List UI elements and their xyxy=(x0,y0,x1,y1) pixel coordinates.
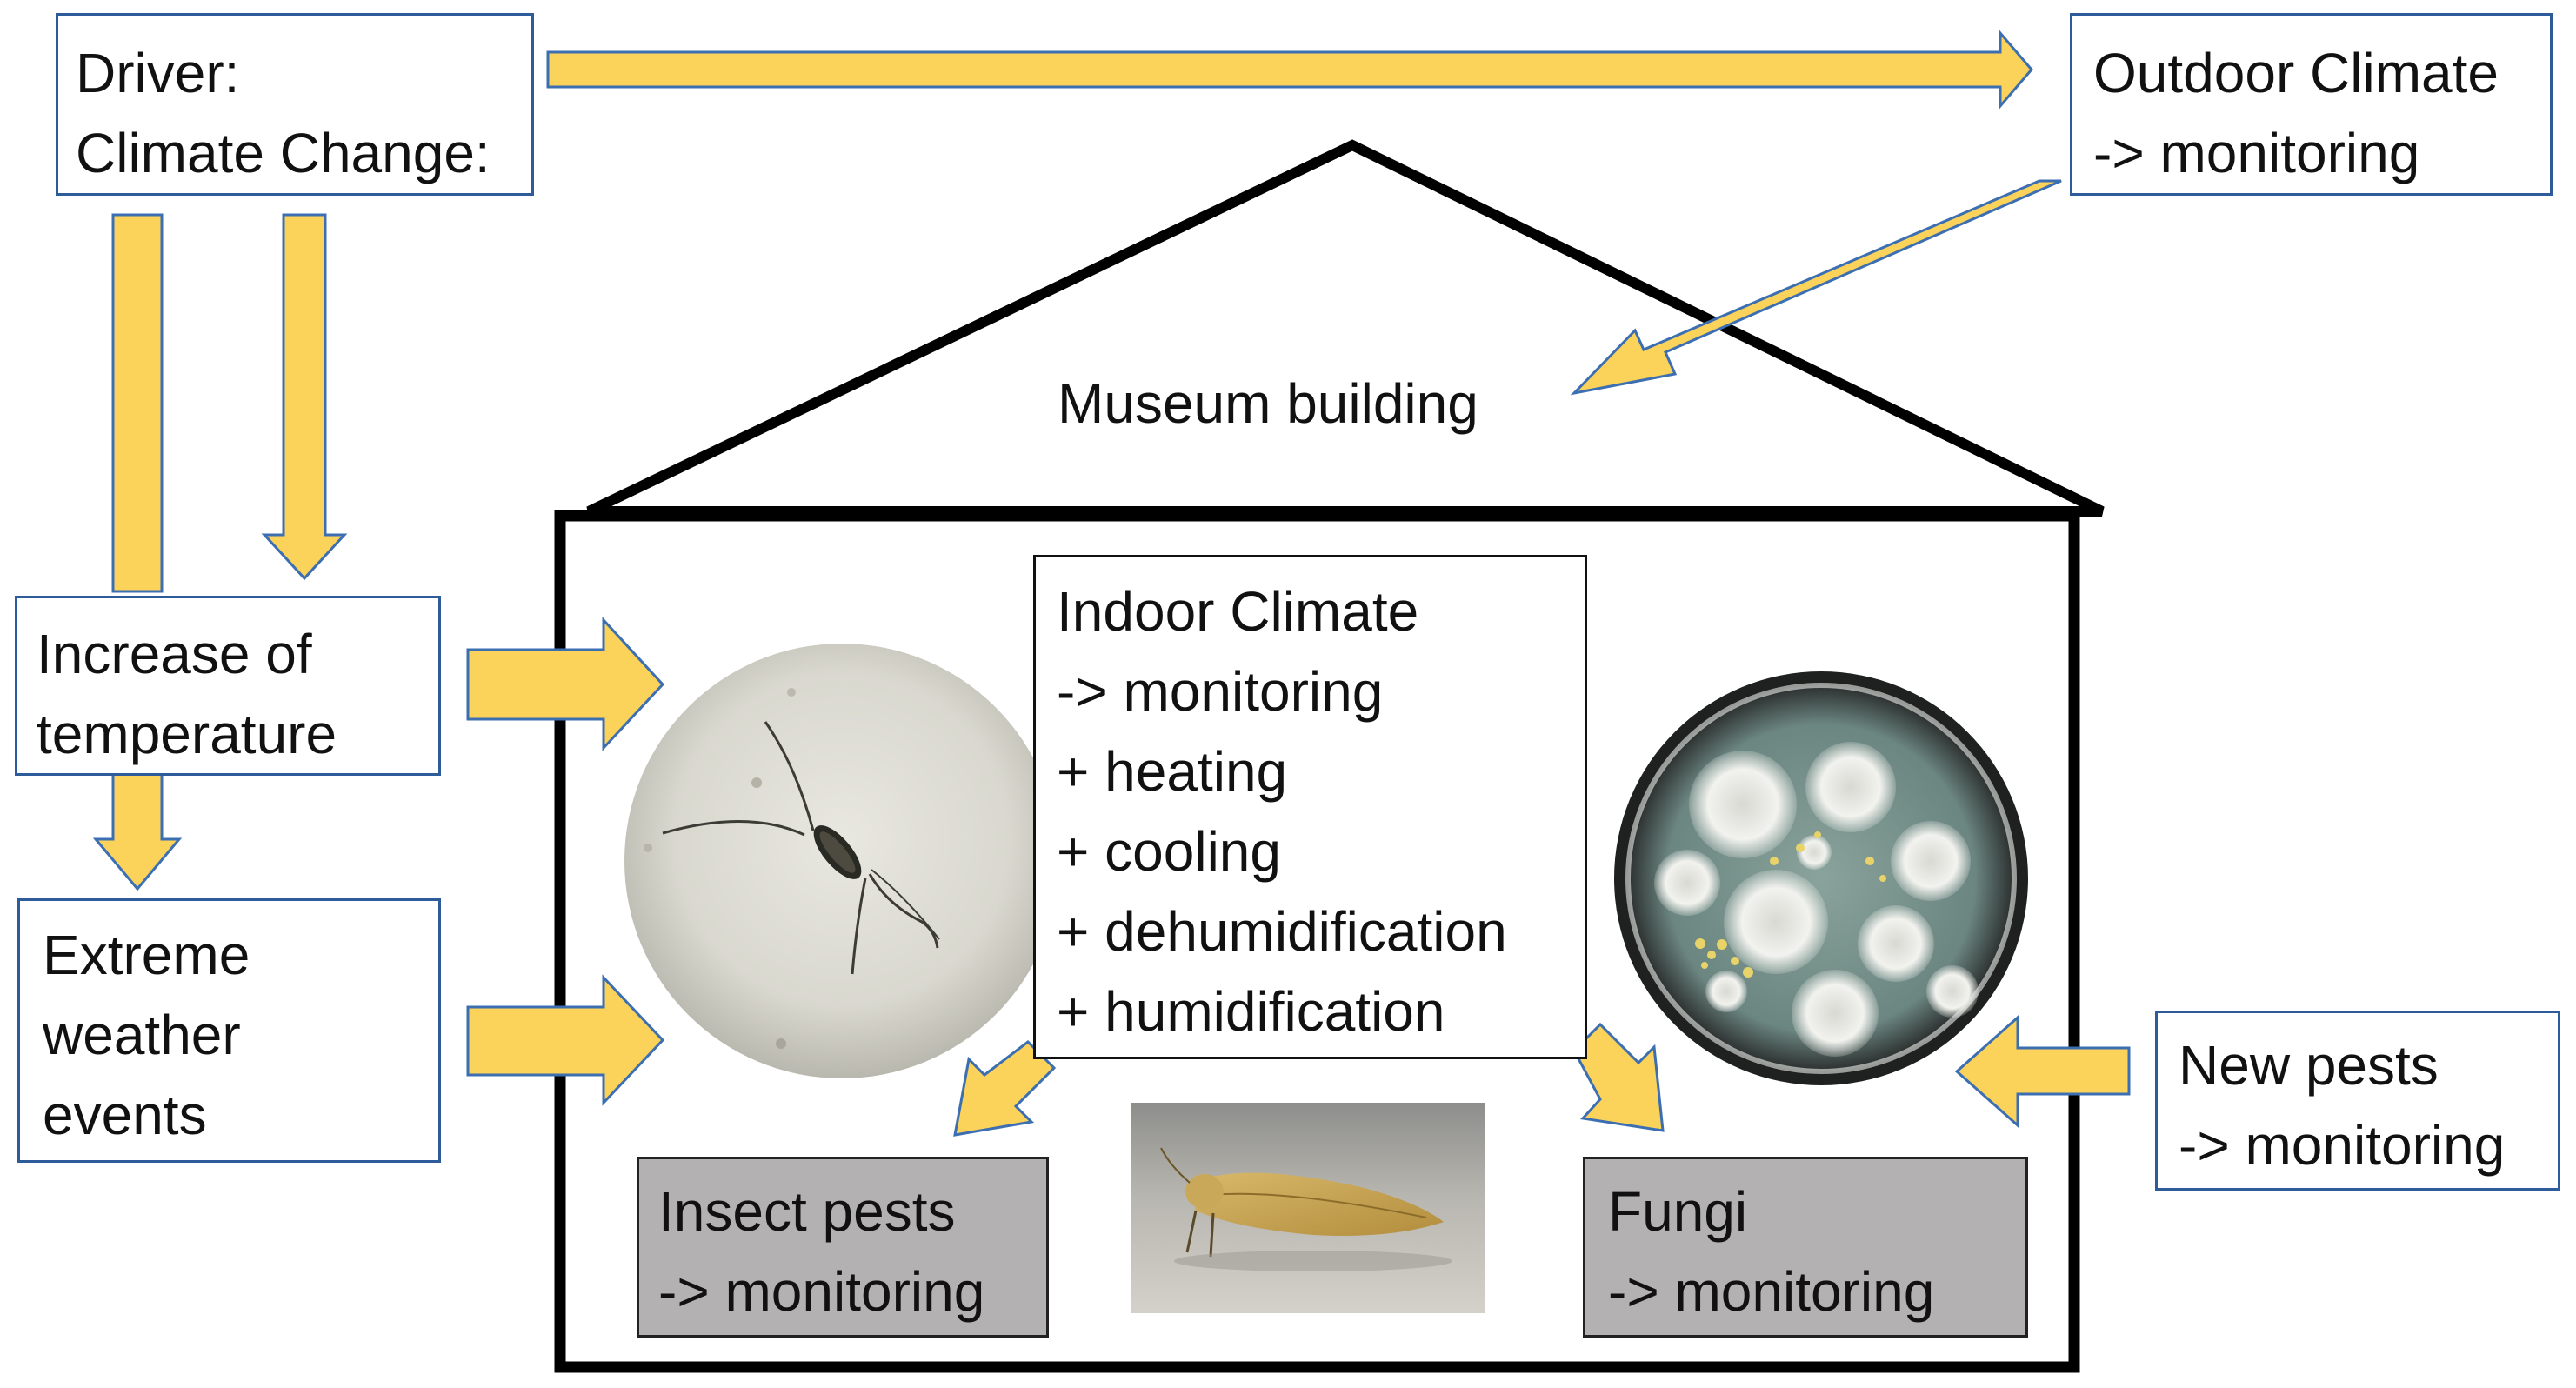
arrow-driver-to-extreme xyxy=(111,213,164,593)
insect-line-1: Insect pests xyxy=(658,1180,956,1243)
museum-building-label: Museum building xyxy=(1058,372,1478,435)
fungi-line-1: Fungi xyxy=(1608,1180,1748,1243)
indoor-line-4: + cooling xyxy=(1057,820,1281,883)
insect-pests-box: Insect pests -> monitoring xyxy=(637,1157,1049,1338)
indoor-line-3: + heating xyxy=(1057,740,1288,803)
extreme-line-1: Extreme xyxy=(43,924,250,986)
indoor-line-6: + humidification xyxy=(1057,980,1445,1043)
house-walls xyxy=(554,510,2080,1373)
increase-of-temperature-box: Increase of temperature xyxy=(15,596,441,776)
indoor-climate-box: Indoor Climate -> monitoring + heating +… xyxy=(1033,555,1587,1059)
extreme-line-2: weather xyxy=(43,1004,241,1066)
extreme-weather-events-box: Extreme weather events xyxy=(17,898,441,1163)
arrow-indoor-to-insects xyxy=(953,1040,1057,1137)
arrow-outdoor-to-museum xyxy=(1570,179,2062,396)
fungi-box: Fungi -> monitoring xyxy=(1583,1157,2028,1338)
silverfish-photo xyxy=(624,644,1059,1078)
outdoor-line-2: -> monitoring xyxy=(2093,122,2420,184)
moth-photo xyxy=(1131,1103,1485,1313)
indoor-line-2: -> monitoring xyxy=(1057,660,1384,723)
arrow-temperature-to-extreme xyxy=(92,772,183,891)
newpests-line-1: New pests xyxy=(2179,1034,2439,1097)
arrow-newpests-to-fungi xyxy=(1954,1014,2131,1129)
temperature-line-2: temperature xyxy=(37,703,337,765)
fungi-petri-dish-photo xyxy=(1614,671,2028,1085)
arrow-extreme-to-insects xyxy=(466,974,665,1106)
newpests-line-2: -> monitoring xyxy=(2179,1114,2506,1177)
driver-line-1: Driver: xyxy=(76,42,240,104)
temperature-line-1: Increase of xyxy=(37,623,312,685)
fungi-line-2: -> monitoring xyxy=(1608,1260,1935,1323)
outdoor-climate-box: Outdoor Climate -> monitoring xyxy=(2070,13,2553,196)
house-roof xyxy=(586,139,2105,517)
arrow-temperature-to-insects xyxy=(466,617,665,751)
insect-line-2: -> monitoring xyxy=(658,1260,985,1323)
driver-climate-change-box: Driver: Climate Change: xyxy=(56,13,534,196)
arrow-indoor-to-fungi xyxy=(1572,1022,1665,1132)
new-pests-box: New pests -> monitoring xyxy=(2155,1011,2560,1191)
indoor-line-5: + dehumidification xyxy=(1057,900,1507,963)
extreme-line-3: events xyxy=(43,1084,207,1146)
outdoor-line-1: Outdoor Climate xyxy=(2093,42,2499,104)
arrow-driver-to-outdoor xyxy=(546,29,2033,110)
indoor-line-1: Indoor Climate xyxy=(1057,580,1419,643)
driver-line-2: Climate Change: xyxy=(76,122,491,184)
arrow-driver-to-temperature xyxy=(261,213,348,581)
